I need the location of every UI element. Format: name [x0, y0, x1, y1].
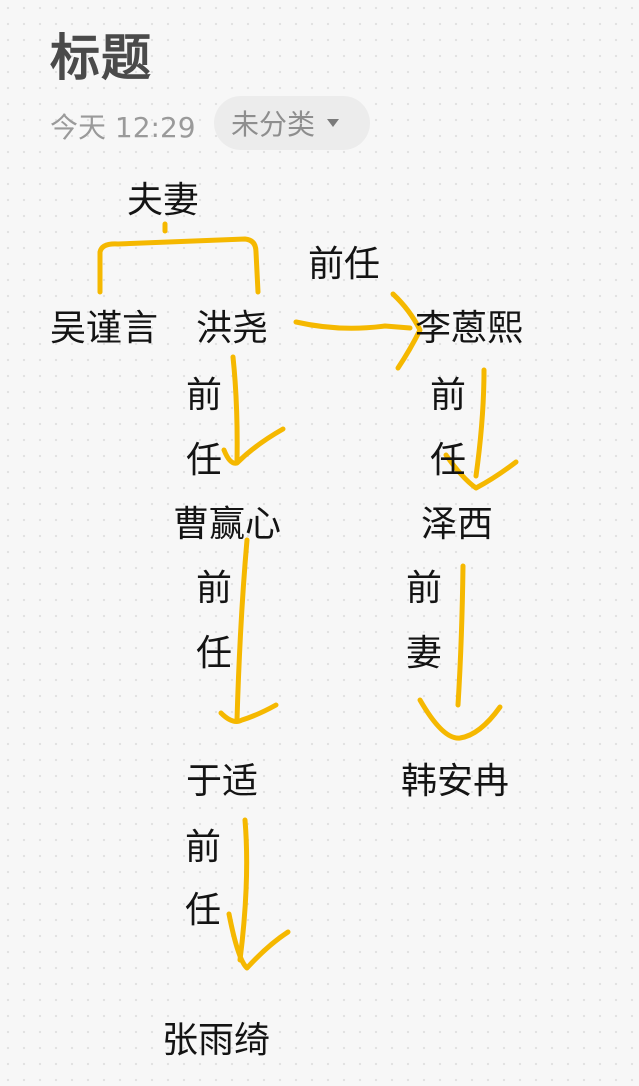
node-han-anran: 韩安冉: [401, 761, 510, 802]
arrow-zexi-to-han: [455, 563, 466, 708]
note-title[interactable]: 标题: [50, 29, 152, 87]
arrowhead-yu-to-zhang: [226, 911, 291, 971]
edge-label-char: 任: [186, 440, 223, 481]
edge-label-char: 前: [430, 375, 467, 416]
chevron-down-icon: [327, 119, 340, 127]
category-label: 未分类: [231, 108, 316, 141]
node-ze-xi: 泽西: [421, 504, 494, 545]
edge-label-char: 妻: [406, 633, 443, 674]
edge-label-char: 任: [185, 890, 222, 931]
node-li-enxi: 李蒽熙: [415, 308, 524, 349]
arrow-hong-to-cao: [230, 354, 240, 465]
edge-label-char: 前: [186, 375, 223, 416]
node-hong-yao: 洪尧: [196, 308, 269, 349]
arrowhead-hong-to-cao: [221, 426, 286, 466]
arrow-li-to-zexi: [473, 367, 487, 479]
edge-label-char: 任: [196, 633, 233, 674]
arrow-cao-to-yu: [234, 537, 250, 723]
node-yu-shi: 于适: [186, 761, 259, 802]
category-dropdown[interactable]: 未分类: [214, 96, 370, 150]
arrow-yu-to-zhang: [237, 817, 250, 963]
arrowhead-li-to-zexi: [443, 452, 519, 491]
edge-label-char: 前: [196, 568, 233, 609]
arrowhead-cao-to-yu: [218, 702, 279, 724]
edge-label-char: 前: [185, 827, 222, 868]
timestamp: 今天 12:29: [50, 111, 196, 144]
arrowhead-zexi-to-han: [417, 697, 503, 741]
arrowhead-hong-to-li: [390, 291, 423, 371]
edge-label-char: 前: [406, 568, 443, 609]
node-wu-jinyan: 吴谨言: [50, 308, 159, 349]
edge-label-char: 任: [430, 440, 467, 481]
arrow-hong-to-li: [293, 319, 413, 331]
edge-label-hong-to-li: 前任: [308, 244, 381, 285]
node-zhang-yuqi: 张雨绮: [162, 1020, 271, 1061]
couple-label: 夫妻: [127, 180, 200, 221]
couple-bracket: [97, 236, 261, 295]
node-cao-yingxin: 曹赢心: [173, 504, 282, 545]
